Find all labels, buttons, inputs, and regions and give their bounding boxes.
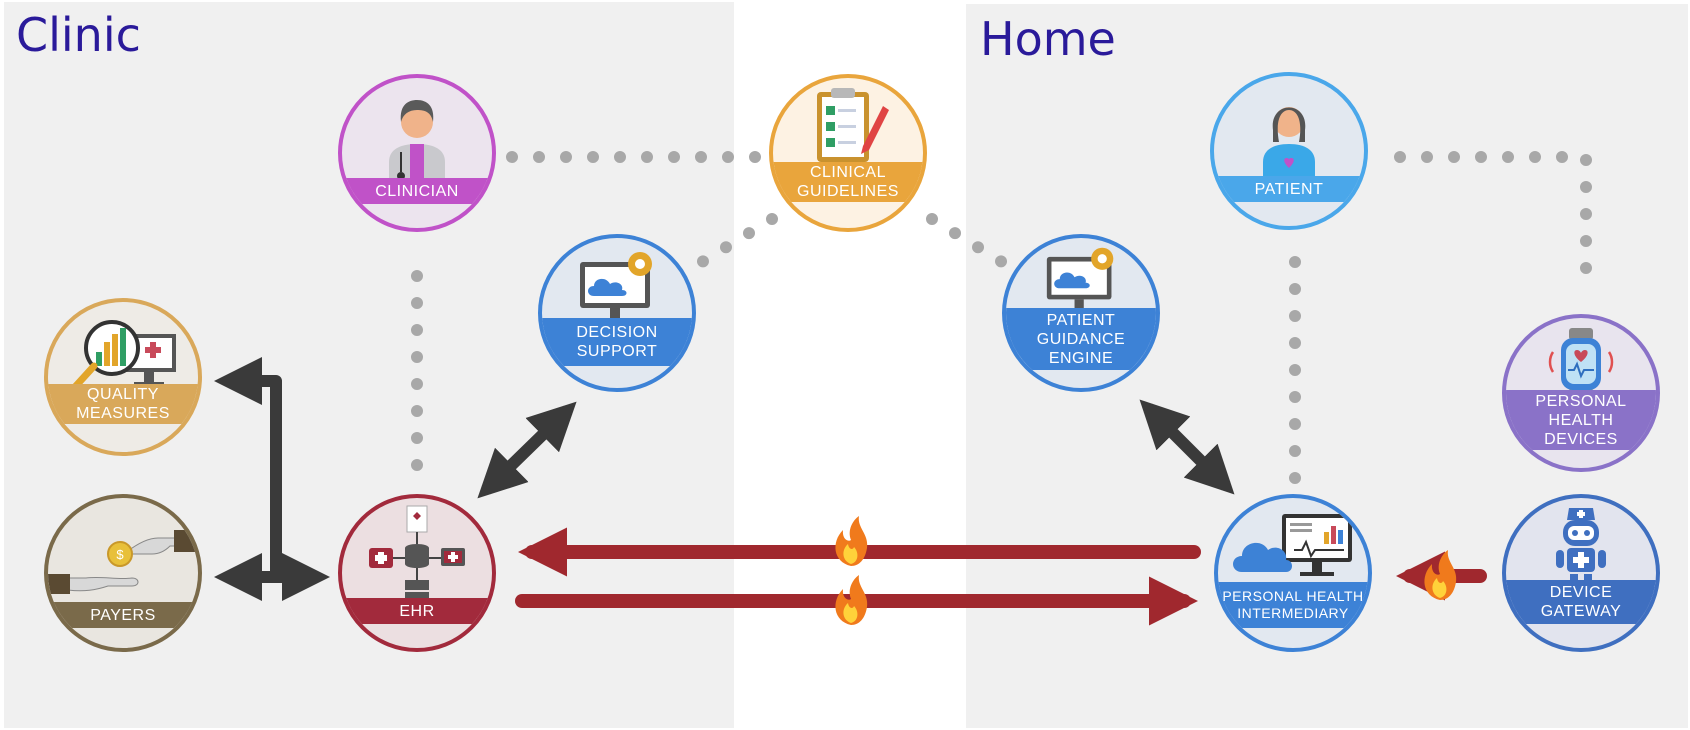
dotted-connectors xyxy=(411,151,1592,486)
svg-text:$: $ xyxy=(116,547,124,562)
guidance-intermediary-arrow xyxy=(1139,399,1235,495)
fire-icons xyxy=(835,516,1457,625)
home-title: Home xyxy=(980,12,1116,66)
fire-icon xyxy=(1424,550,1457,600)
fire-icon xyxy=(835,575,868,625)
fire-icon xyxy=(835,516,868,566)
patient-icon xyxy=(1214,90,1364,186)
quality-ehr-arrow xyxy=(214,357,330,601)
patient-label: PATIENT xyxy=(1214,176,1364,202)
monitor-cloud-gear-icon xyxy=(542,248,692,326)
ehr-node[interactable]: EHR xyxy=(338,494,496,652)
clinician-label: CLINICIAN xyxy=(342,178,492,204)
payers-label: PAYERS xyxy=(48,602,198,628)
patient-node[interactable]: PATIENT xyxy=(1210,72,1368,230)
payment-hands-icon: $ xyxy=(48,520,198,604)
clinician-node[interactable]: CLINICIAN xyxy=(338,74,496,232)
patient-devices-link xyxy=(1394,151,1592,298)
clipboard-icon xyxy=(773,84,923,168)
ehr-decision-arrow xyxy=(477,401,577,499)
robot-icon xyxy=(1506,502,1656,588)
integration-arrows xyxy=(214,357,1235,601)
analytics-monitor-icon xyxy=(48,314,198,396)
payers-node[interactable]: $ PAYERS xyxy=(44,494,202,652)
database-icon xyxy=(342,504,492,612)
ehr-label: EHR xyxy=(342,598,492,624)
cloud-dashboard-icon xyxy=(1218,510,1368,584)
clinic-title: Clinic xyxy=(16,8,141,62)
clinician-icon xyxy=(342,92,492,188)
monitor-cloud-gear-icon xyxy=(1006,244,1156,316)
